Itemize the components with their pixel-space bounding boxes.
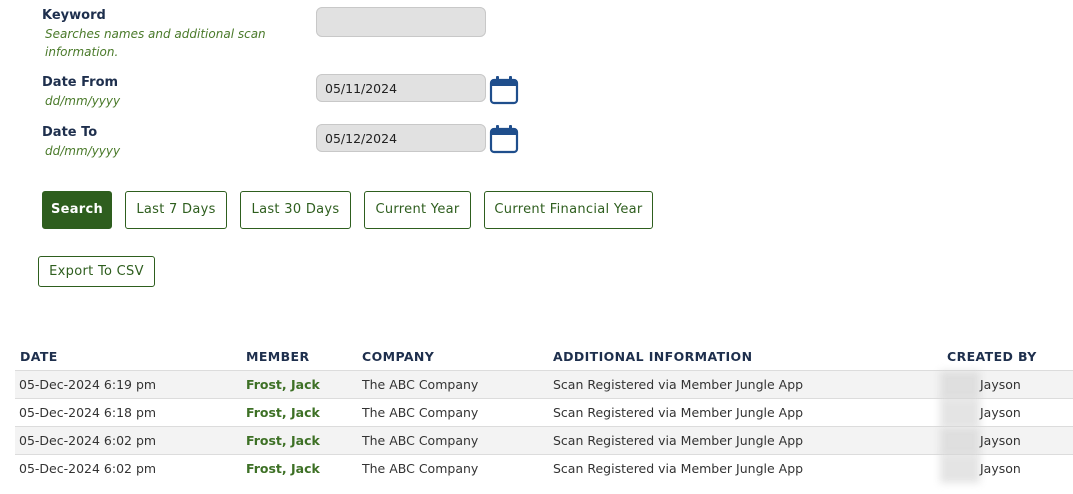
cell-additional-information: Scan Registered via Member Jungle App (553, 377, 804, 392)
last-30-days-button[interactable]: Last 30 Days (240, 191, 351, 229)
cell-member-link[interactable]: Frost, Jack (246, 461, 320, 476)
date-to-hint: dd/mm/yyyy (45, 144, 121, 158)
cell-date: 05-Dec-2024 6:19 pm (19, 377, 157, 392)
cell-additional-information: Scan Registered via Member Jungle App (553, 433, 804, 448)
cell-company: The ABC Company (362, 433, 479, 448)
date-from-label: Date From (42, 75, 119, 90)
search-button[interactable]: Search (42, 191, 112, 229)
cell-member-link[interactable]: Frost, Jack (246, 405, 320, 420)
export-csv-button[interactable]: Export To CSV (38, 256, 155, 287)
redacted-avatar (940, 371, 980, 399)
table-row[interactable]: 05-Dec-2024 6:02 pm Frost, Jack The ABC … (15, 454, 1073, 483)
cell-created-by: Jayson (980, 405, 1021, 420)
cell-member-link[interactable]: Frost, Jack (246, 377, 320, 392)
cell-company: The ABC Company (362, 377, 479, 392)
table-row[interactable]: 05-Dec-2024 6:18 pm Frost, Jack The ABC … (15, 398, 1073, 427)
cell-member-link[interactable]: Frost, Jack (246, 433, 320, 448)
column-header-date: DATE (20, 349, 58, 364)
cell-company: The ABC Company (362, 405, 479, 420)
date-from-hint: dd/mm/yyyy (45, 94, 121, 108)
cell-company: The ABC Company (362, 461, 479, 476)
cell-created-by: Jayson (980, 461, 1021, 476)
table-row[interactable]: 05-Dec-2024 6:19 pm Frost, Jack The ABC … (15, 370, 1073, 399)
cell-additional-information: Scan Registered via Member Jungle App (553, 405, 804, 420)
table-row[interactable]: 05-Dec-2024 6:02 pm Frost, Jack The ABC … (15, 426, 1073, 455)
current-year-button[interactable]: Current Year (364, 191, 471, 229)
cell-additional-information: Scan Registered via Member Jungle App (553, 461, 804, 476)
keyword-label: Keyword (42, 8, 106, 23)
last-7-days-button[interactable]: Last 7 Days (125, 191, 227, 229)
redacted-avatar (940, 427, 980, 455)
cell-date: 05-Dec-2024 6:02 pm (19, 433, 157, 448)
keyword-input[interactable] (316, 7, 486, 37)
redacted-avatar (940, 455, 980, 483)
cell-created-by: Jayson (980, 433, 1021, 448)
date-to-input[interactable] (316, 124, 486, 152)
column-header-created-by: CREATED BY (947, 349, 1037, 364)
calendar-icon[interactable] (489, 75, 519, 105)
column-header-company: COMPANY (362, 349, 435, 364)
redacted-avatar (940, 399, 980, 427)
column-header-member: MEMBER (246, 349, 310, 364)
cell-date: 05-Dec-2024 6:18 pm (19, 405, 157, 420)
calendar-icon[interactable] (489, 124, 519, 154)
cell-date: 05-Dec-2024 6:02 pm (19, 461, 157, 476)
date-from-input[interactable] (316, 74, 486, 102)
current-financial-year-button[interactable]: Current Financial Year (484, 191, 653, 229)
keyword-hint: Searches names and additional scan infor… (45, 27, 266, 59)
date-to-label: Date To (42, 125, 98, 140)
column-header-additional-information: ADDITIONAL INFORMATION (553, 349, 753, 364)
cell-created-by: Jayson (980, 377, 1021, 392)
